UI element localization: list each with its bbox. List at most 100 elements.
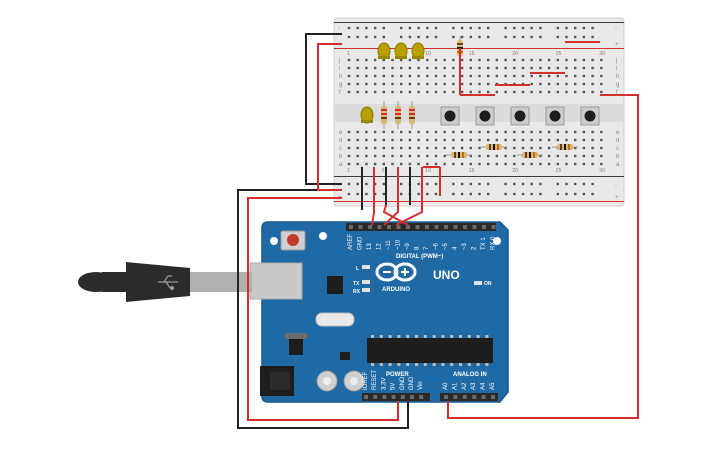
- breadboard-hole[interactable]: [391, 138, 394, 142]
- breadboard-hole[interactable]: [530, 162, 533, 166]
- breadboard-hole[interactable]: [417, 138, 420, 142]
- breadboard-hole[interactable]: [521, 182, 525, 186]
- breadboard-hole[interactable]: [600, 130, 603, 134]
- breadboard-hole[interactable]: [513, 146, 516, 150]
- breadboard-hole[interactable]: [556, 26, 559, 30]
- breadboard-hole[interactable]: [356, 192, 359, 196]
- breadboard-hole[interactable]: [434, 154, 438, 158]
- breadboard-hole[interactable]: [539, 146, 542, 150]
- breadboard-hole[interactable]: [347, 154, 351, 158]
- digital-pin[interactable]: [444, 225, 448, 229]
- breadboard-hole[interactable]: [495, 162, 499, 166]
- breadboard-hole[interactable]: [478, 82, 481, 86]
- breadboard-hole[interactable]: [356, 182, 359, 186]
- breadboard-hole[interactable]: [417, 82, 420, 86]
- breadboard-hole[interactable]: [434, 82, 438, 86]
- analog-pin[interactable]: [472, 395, 477, 399]
- breadboard-hole[interactable]: [539, 35, 542, 39]
- breadboard-hole[interactable]: [513, 182, 516, 186]
- breadboard-hole[interactable]: [391, 66, 394, 70]
- breadboard-hole[interactable]: [556, 138, 559, 142]
- breadboard-hole[interactable]: [373, 74, 377, 78]
- breadboard-hole[interactable]: [487, 138, 490, 142]
- breadboard-hole[interactable]: [382, 192, 385, 196]
- breadboard-hole[interactable]: [434, 138, 438, 142]
- breadboard-hole[interactable]: [382, 58, 385, 62]
- power-pin[interactable]: [373, 395, 378, 399]
- breadboard-hole[interactable]: [373, 58, 377, 62]
- breadboard-hole[interactable]: [347, 26, 351, 30]
- breadboard-hole[interactable]: [452, 35, 455, 39]
- breadboard-hole[interactable]: [565, 66, 568, 70]
- breadboard-hole[interactable]: [365, 154, 368, 158]
- breadboard-hole[interactable]: [391, 82, 394, 86]
- breadboard-hole[interactable]: [382, 26, 385, 30]
- digital-pin[interactable]: [377, 225, 382, 229]
- breadboard-hole[interactable]: [539, 82, 542, 86]
- breadboard-hole[interactable]: [356, 90, 359, 94]
- breadboard-hole[interactable]: [521, 192, 525, 196]
- breadboard-hole[interactable]: [347, 162, 351, 166]
- breadboard-hole[interactable]: [373, 182, 377, 186]
- breadboard-hole[interactable]: [382, 66, 385, 70]
- breadboard-hole[interactable]: [504, 66, 507, 70]
- breadboard-hole[interactable]: [556, 82, 559, 86]
- breadboard-hole[interactable]: [591, 26, 594, 30]
- breadboard-hole[interactable]: [417, 35, 420, 39]
- analog-pin[interactable]: [481, 395, 486, 399]
- breadboard-hole[interactable]: [460, 58, 464, 62]
- breadboard-hole[interactable]: [356, 35, 359, 39]
- digital-pin[interactable]: [358, 225, 363, 229]
- breadboard-hole[interactable]: [530, 35, 533, 39]
- breadboard-hole[interactable]: [513, 154, 516, 158]
- breadboard-hole[interactable]: [495, 66, 499, 70]
- breadboard-hole[interactable]: [460, 146, 464, 150]
- breadboard-hole[interactable]: [469, 82, 472, 86]
- breadboard-hole[interactable]: [426, 138, 429, 142]
- breadboard-hole[interactable]: [460, 66, 464, 70]
- breadboard-hole[interactable]: [400, 90, 403, 94]
- breadboard-hole[interactable]: [539, 90, 542, 94]
- breadboard-hole[interactable]: [591, 58, 594, 62]
- breadboard-hole[interactable]: [434, 182, 438, 186]
- breadboard-hole[interactable]: [478, 182, 481, 186]
- breadboard-hole[interactable]: [426, 162, 429, 166]
- breadboard-hole[interactable]: [443, 82, 446, 86]
- breadboard-hole[interactable]: [452, 138, 455, 142]
- power-pin[interactable]: [382, 395, 387, 399]
- breadboard-hole[interactable]: [382, 82, 385, 86]
- breadboard-hole[interactable]: [591, 138, 594, 142]
- breadboard-hole[interactable]: [373, 192, 377, 196]
- breadboard-hole[interactable]: [417, 146, 420, 150]
- breadboard-hole[interactable]: [574, 66, 577, 70]
- breadboard-hole[interactable]: [400, 35, 403, 39]
- breadboard-hole[interactable]: [365, 35, 368, 39]
- breadboard-hole[interactable]: [460, 82, 464, 86]
- pushbutton[interactable]: [545, 106, 565, 126]
- breadboard-hole[interactable]: [504, 182, 507, 186]
- breadboard-hole[interactable]: [547, 74, 551, 78]
- breadboard-hole[interactable]: [582, 162, 586, 166]
- digital-pin[interactable]: [396, 225, 401, 229]
- breadboard-hole[interactable]: [417, 66, 420, 70]
- breadboard-hole[interactable]: [365, 74, 368, 78]
- breadboard-hole[interactable]: [356, 162, 359, 166]
- breadboard-hole[interactable]: [530, 26, 533, 30]
- breadboard-hole[interactable]: [565, 182, 568, 186]
- breadboard-hole[interactable]: [460, 192, 464, 196]
- breadboard-hole[interactable]: [487, 35, 490, 39]
- breadboard-hole[interactable]: [556, 162, 559, 166]
- breadboard-hole[interactable]: [408, 138, 412, 142]
- breadboard-hole[interactable]: [487, 130, 490, 134]
- breadboard-hole[interactable]: [556, 130, 559, 134]
- breadboard-hole[interactable]: [469, 162, 472, 166]
- breadboard-hole[interactable]: [591, 66, 594, 70]
- breadboard-hole[interactable]: [487, 58, 490, 62]
- breadboard-hole[interactable]: [373, 162, 377, 166]
- breadboard-hole[interactable]: [539, 130, 542, 134]
- breadboard-hole[interactable]: [452, 58, 455, 62]
- breadboard-hole[interactable]: [469, 58, 472, 62]
- breadboard-hole[interactable]: [347, 74, 351, 78]
- digital-pin[interactable]: [368, 225, 372, 229]
- breadboard-hole[interactable]: [582, 74, 586, 78]
